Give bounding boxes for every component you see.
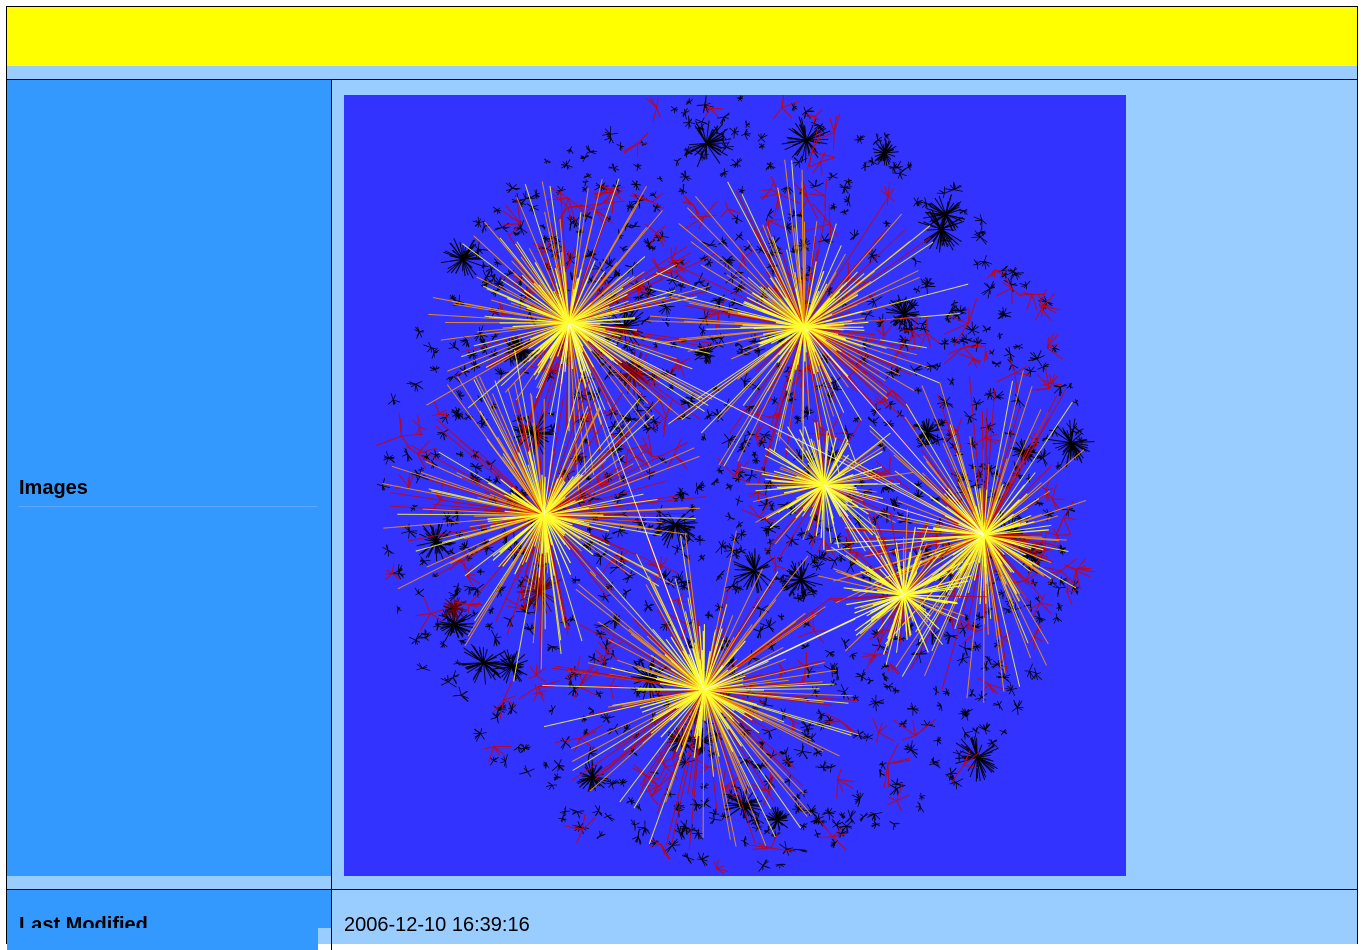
last-modified-value: 2006-12-10 16:39:16: [344, 914, 530, 937]
title-banner: [7, 7, 1357, 66]
images-label-cell: Images: [7, 80, 331, 876]
images-label: Images: [19, 477, 88, 500]
last-modified-label-stub: [7, 928, 318, 950]
network-graph: [377, 95, 1095, 874]
last-modified-label-cell: Last Modified: [7, 890, 331, 928]
internet-map-visualization-icon: [344, 95, 1126, 876]
images-label-underline: [19, 506, 317, 507]
column-divider-bottom: [331, 890, 332, 950]
column-divider: [331, 80, 332, 889]
images-row: Images: [7, 80, 1357, 889]
internet-map-image[interactable]: [344, 95, 1126, 876]
page-table: Images Last Modified 2006-12-10 16:39:16: [6, 6, 1358, 944]
last-modified-row: Last Modified 2006-12-10 16:39:16: [7, 890, 1357, 950]
